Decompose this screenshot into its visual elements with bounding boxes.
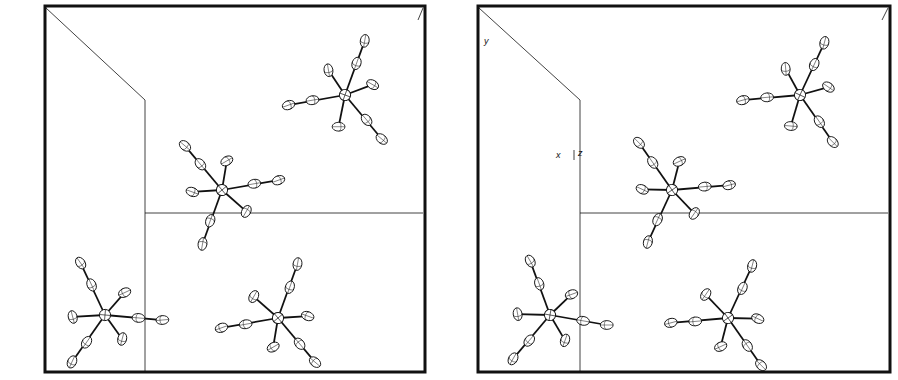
axis-label: z (578, 148, 583, 158)
left-view (45, 6, 425, 380)
cell-edges (479, 8, 888, 371)
axis-label: y (484, 36, 489, 46)
axis-label: x (556, 150, 561, 160)
right-view (478, 6, 890, 380)
cell-frame (478, 6, 890, 372)
